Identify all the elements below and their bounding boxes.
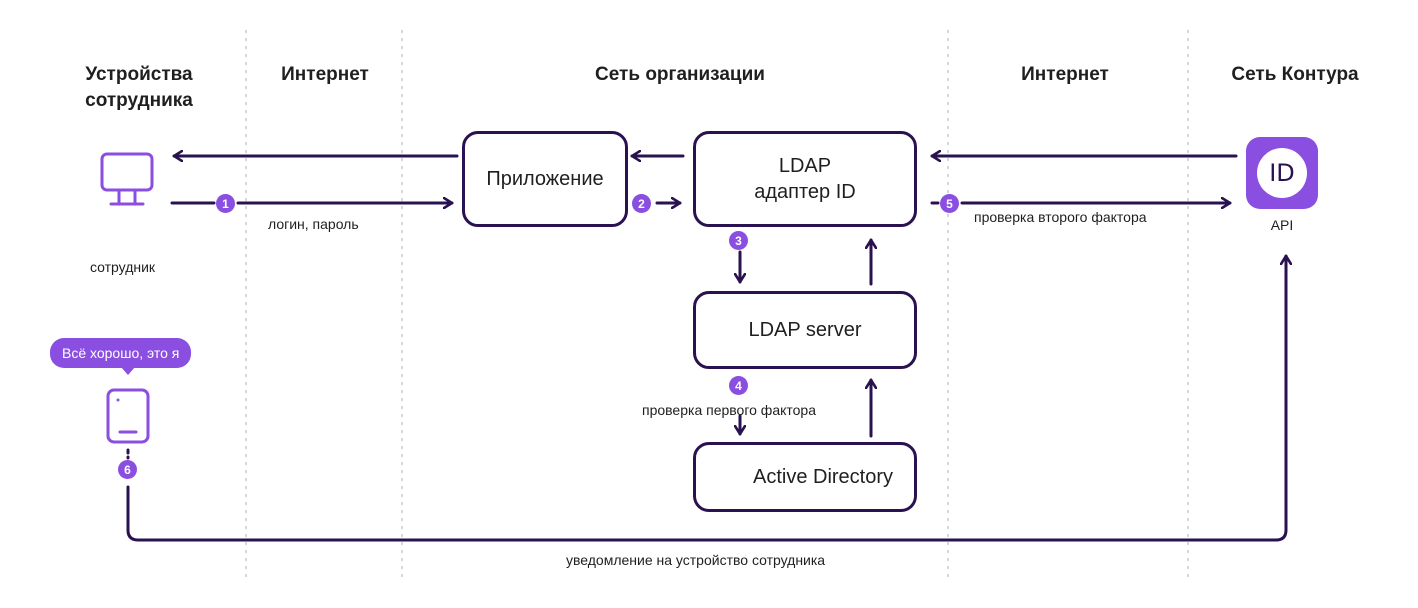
- employee-label: сотрудник: [90, 259, 156, 275]
- notification-label: уведомление на устройство сотрудника: [566, 552, 826, 568]
- column-dividers: [245, 30, 1189, 580]
- column-header-employee-devices: Устройства сотрудника: [85, 64, 193, 111]
- step-badge-3: 3: [729, 231, 748, 250]
- arrow-api-to-phone: [126, 254, 1286, 542]
- phone-icon: [106, 388, 150, 444]
- step-badge-2: 2: [632, 194, 651, 213]
- confirmation-bubble: Всё хорошо, это я: [50, 338, 192, 368]
- monitor-icon: [100, 152, 154, 206]
- first-factor-label: проверка первого фактора: [642, 402, 817, 418]
- column-header-internet-right: Интернет: [1021, 64, 1109, 85]
- step-badge-6: 6: [118, 460, 137, 479]
- application-label: Приложение: [486, 167, 604, 190]
- column-header-internet-left: Интернет: [281, 64, 369, 85]
- ldap-server-label: LDAP server: [748, 318, 862, 341]
- api-label: API: [1270, 217, 1294, 233]
- second-factor-label: проверка второго фактора: [974, 209, 1147, 225]
- id-logo-icon: ID: [1246, 137, 1318, 209]
- column-header-org-network: Сеть организации: [595, 64, 765, 85]
- application-node: Приложение: [462, 131, 628, 227]
- login-password-label: логин, пароль: [268, 216, 359, 232]
- ldap-adapter-label: LDAP адаптер ID: [754, 155, 856, 203]
- active-directory-node: Active Directory: [693, 442, 917, 512]
- ldap-adapter-node: LDAP адаптер ID: [693, 131, 917, 227]
- active-directory-label: Active Directory: [752, 465, 894, 488]
- column-header-kontur-network: Сеть Контура: [1231, 64, 1359, 85]
- step-badge-5: 5: [940, 194, 959, 213]
- step-badge-4: 4: [729, 376, 748, 395]
- bubble-tail: [121, 367, 135, 375]
- ldap-server-node: LDAP server: [693, 291, 917, 369]
- id-logo-text: ID: [1257, 148, 1307, 198]
- step-badge-1: 1: [216, 194, 235, 213]
